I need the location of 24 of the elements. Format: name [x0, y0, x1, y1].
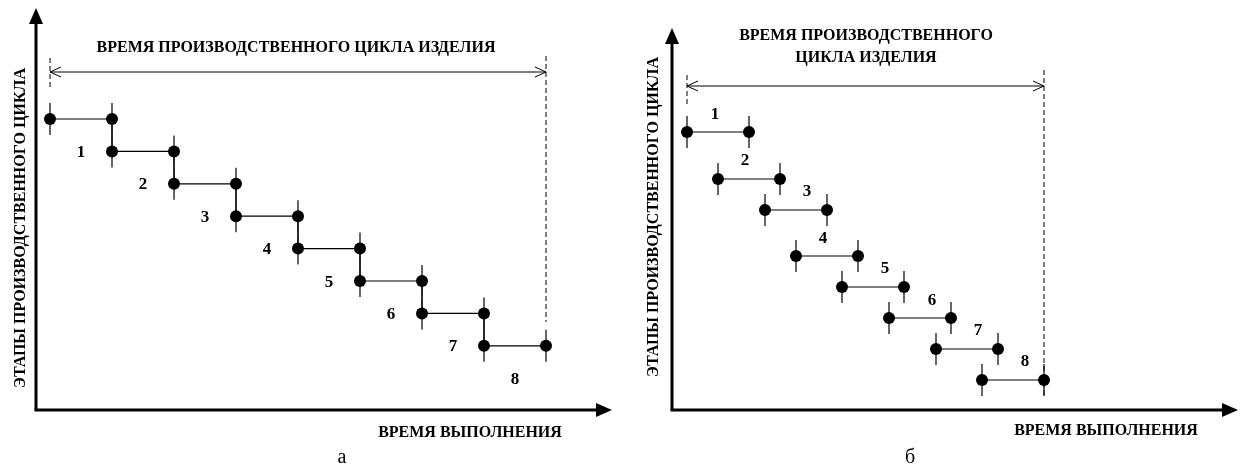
- stage-number: 7: [448, 336, 458, 354]
- stage-number: 1: [710, 104, 720, 122]
- stage-number: 5: [324, 272, 334, 290]
- dimension-label: ВРЕМЯ ПРОИЗВОДСТВЕННОГО ЦИКЛА ИЗДЕЛИЯ: [95, 37, 497, 58]
- stage-number: 7: [973, 320, 983, 338]
- stage-number: 4: [818, 228, 828, 246]
- stage-number: 5: [880, 258, 890, 276]
- stage-number: 8: [1020, 351, 1030, 369]
- axis-label: ВРЕМЯ ВЫПОЛНЕНИЯ: [378, 424, 562, 440]
- axis-label: ЭТАПЫ ПРОИЗВОДСТВЕННОГО ЦИКЛА: [11, 68, 29, 388]
- stage-number: 6: [386, 304, 396, 322]
- axis-label: ВРЕМЯ ВЫПОЛНЕНИЯ: [1014, 422, 1198, 438]
- panel-caption: а: [337, 446, 347, 466]
- axis-label: ЭТАПЫ ПРОИЗВОДСТВЕННОГО ЦИКЛА: [644, 57, 662, 377]
- stage-number: 1: [76, 142, 86, 160]
- stage-number: 2: [138, 174, 148, 192]
- stage-number: 6: [927, 290, 937, 308]
- dimension-label: ВРЕМЯ ПРОИЗВОДСТВЕННОГО ЦИКЛА ИЗДЕЛИЯ: [738, 25, 994, 68]
- stage-number: 4: [262, 239, 272, 257]
- stage-number: 3: [200, 207, 210, 225]
- stage-number: 2: [740, 150, 750, 168]
- stage-number: 8: [510, 369, 520, 387]
- stage-number: 3: [802, 181, 812, 199]
- panel-caption: б: [904, 446, 916, 466]
